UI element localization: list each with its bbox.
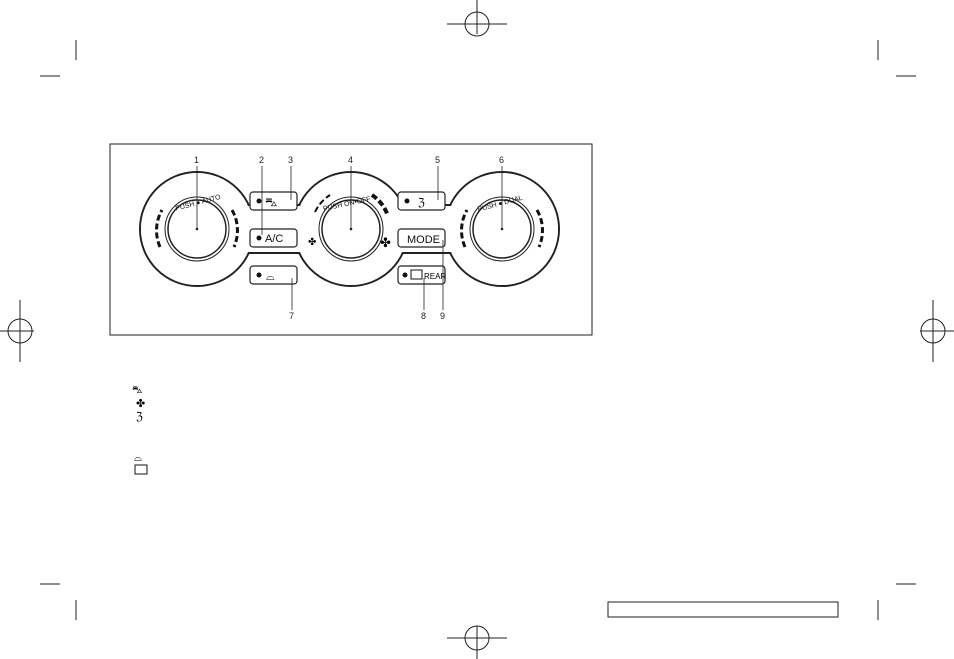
callout-4: 4 (348, 155, 353, 165)
callout-2: 2 (259, 155, 264, 165)
rear-defroster-icon (134, 464, 148, 475)
fan-icon: ✤ (136, 398, 145, 410)
fan-high-icon: ✤ (380, 235, 391, 250)
ac-button-label: A/C (265, 233, 283, 245)
air-intake-icon: ℨ (136, 411, 143, 423)
callout-9: 9 (440, 311, 445, 321)
air-intake-icon: ℨ (418, 197, 425, 209)
control-panel: PUSH ● AUTO PUSH ON•OFF PUSH ● DUAL ✤ ✤ … (139, 171, 560, 287)
mode-button-label: MODE (407, 234, 440, 246)
figure-frame (109, 143, 593, 336)
fan-low-icon: ✤ (308, 237, 316, 248)
callout-3: 3 (288, 155, 293, 165)
recirculation-icon: ⛍ (265, 195, 277, 209)
callout-8: 8 (421, 311, 426, 321)
air-recirculation-icon: ⛍ (132, 385, 142, 396)
front-defroster-icon: ⌓ (134, 453, 142, 464)
callout-6: 6 (499, 155, 504, 165)
callout-5: 5 (435, 155, 440, 165)
rear-defroster-label: REAR (424, 272, 446, 281)
crop-marks (40, 40, 916, 620)
front-defroster-icon: ⌓ (266, 271, 275, 283)
legend-icons: ⛍ ✤ ℨ ⌓ (132, 385, 148, 475)
callout-lines (196, 166, 503, 310)
callout-7: 7 (289, 311, 294, 321)
page-footer-box (607, 601, 839, 618)
callout-1: 1 (194, 155, 199, 165)
rear-defroster-icon (410, 269, 423, 280)
